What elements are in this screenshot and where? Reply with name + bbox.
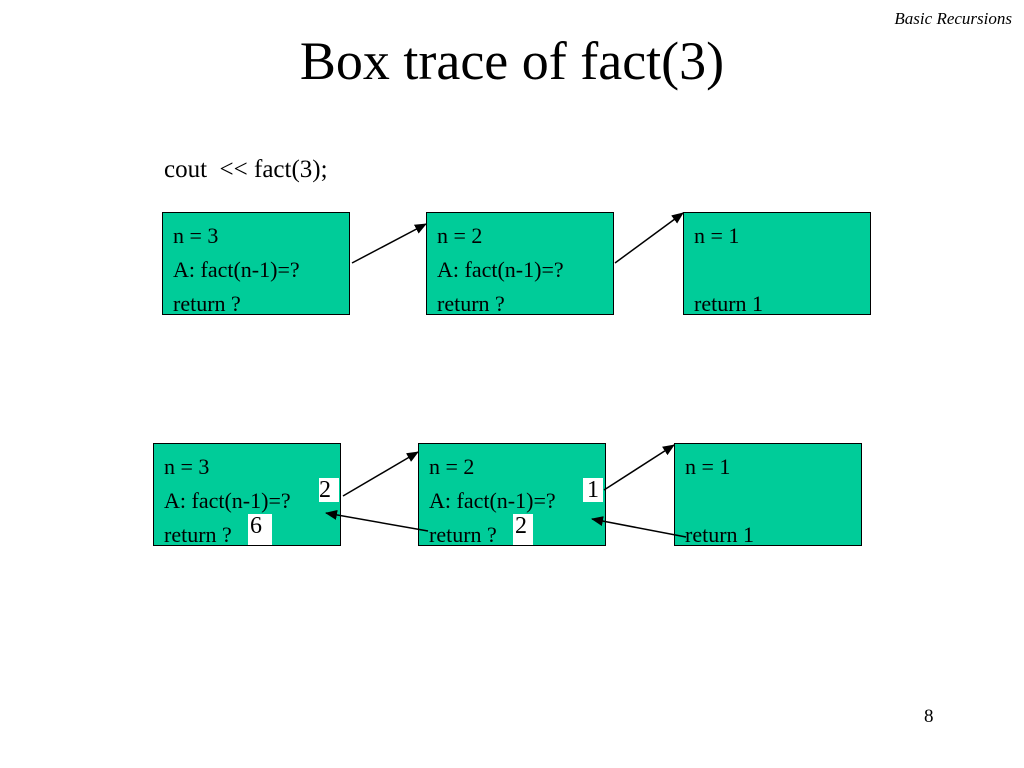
override-a-value-box1: 2 (319, 478, 339, 502)
return-arrow (591, 516, 687, 538)
row2-box-n3: n = 3 A: fact(n-1)=? return ? (153, 443, 341, 547)
return-arrow (325, 509, 429, 532)
slide-title: Box trace of fact(3) (299, 31, 725, 91)
row1-box-n2: n = 2 A: fact(n-1)=? return ? (426, 212, 614, 316)
box-line-return: return ? (437, 291, 505, 316)
box-line-a (694, 253, 870, 287)
page-number: 8 (924, 706, 934, 727)
box-line-return: return ? (173, 291, 241, 316)
box-line-return: return ? (164, 522, 232, 547)
box-line-n: n = 3 (173, 223, 219, 248)
box-line-a: A: fact(n-1)=? (429, 488, 556, 513)
call-arrow (342, 451, 419, 497)
box-line-n: n = 2 (429, 454, 475, 479)
code-line: cout << fact(3); (164, 156, 328, 183)
box-line-n: n = 2 (437, 223, 483, 248)
row1-box-n3: n = 3 A: fact(n-1)=? return ? (162, 212, 350, 316)
call-arrow (351, 223, 427, 264)
box-line-return: return 1 (685, 522, 755, 547)
header-tag: Basic Recursions (894, 9, 1012, 28)
box-line-a: A: fact(n-1)=? (437, 257, 564, 282)
override-return-value-box2: 2 (513, 514, 533, 545)
call-arrow (603, 444, 675, 491)
box-line-return: return 1 (694, 291, 764, 316)
box-line-return: return ? (429, 522, 497, 547)
box-line-a: A: fact(n-1)=? (173, 257, 300, 282)
override-return-value-box1: 6 (248, 514, 272, 545)
row2-box-n2: n = 2 A: fact(n-1)=? return ? (418, 443, 606, 547)
box-line-a (685, 484, 861, 518)
override-a-value-box2: 1 (583, 478, 603, 502)
row1-box-n1: n = 1 return 1 (683, 212, 871, 316)
box-line-n: n = 1 (685, 454, 731, 479)
box-line-n: n = 3 (164, 454, 210, 479)
call-arrow (614, 212, 684, 264)
box-line-a: A: fact(n-1)=? (164, 488, 291, 513)
row2-box-n1: n = 1 return 1 (674, 443, 862, 547)
box-line-n: n = 1 (694, 223, 740, 248)
